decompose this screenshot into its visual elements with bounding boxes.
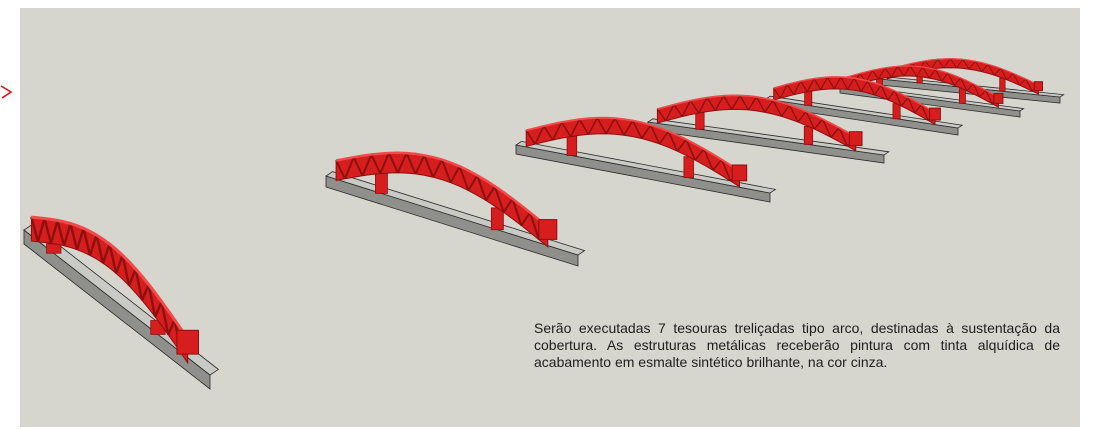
- truss-1: [23, 215, 220, 390]
- top-chord: [847, 65, 999, 98]
- end-block: [929, 107, 941, 121]
- end-block: [993, 93, 1004, 104]
- support-post: [959, 88, 966, 104]
- support-post: [695, 112, 705, 130]
- truss-lattice: [335, 152, 549, 241]
- support-post: [804, 91, 813, 106]
- truss-lattice: [525, 117, 741, 182]
- caption-text: Serão executadas 7 tesouras treliçadas t…: [534, 320, 1060, 370]
- support-post: [683, 156, 694, 179]
- top-chord: [335, 151, 549, 228]
- top-chord: [887, 58, 1039, 86]
- support-post: [999, 77, 1006, 92]
- red-marker-icon: [0, 85, 13, 99]
- support-post: [803, 126, 814, 145]
- top-chord: [773, 76, 936, 114]
- truss-lattice: [773, 76, 936, 121]
- end-block: [1033, 81, 1044, 92]
- end-block: [538, 219, 558, 240]
- truss-5: [764, 76, 964, 136]
- end-block: [848, 131, 863, 147]
- top-chord: [31, 215, 189, 340]
- top-chord: [657, 94, 857, 138]
- truss-3: [514, 116, 777, 203]
- top-chord: [525, 116, 741, 172]
- support-post: [375, 173, 388, 194]
- truss-4: [646, 94, 890, 164]
- truss-2: [325, 151, 586, 267]
- end-block: [731, 164, 748, 182]
- support-post: [566, 135, 578, 156]
- support-post: [892, 103, 901, 120]
- end-block: [176, 329, 199, 355]
